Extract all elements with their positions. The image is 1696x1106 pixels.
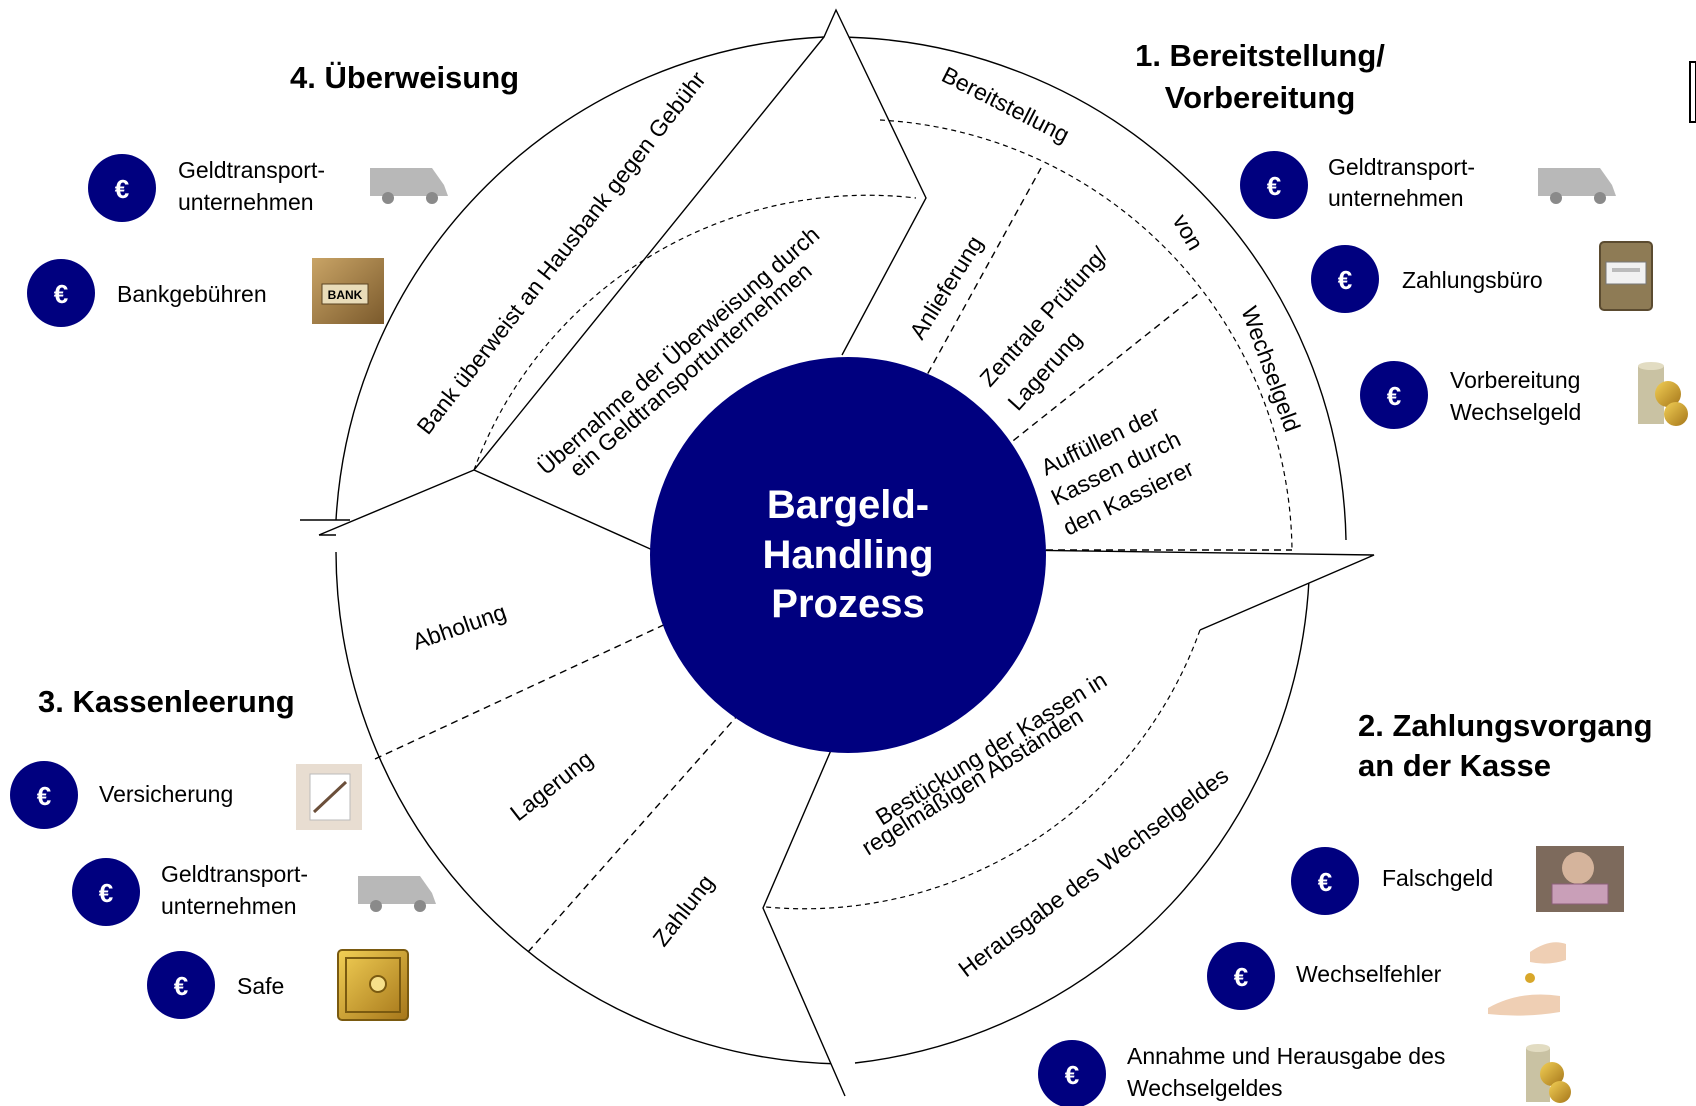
hands-coin-icon	[1488, 942, 1566, 1016]
ring-q3-lagerung: Lagerung	[505, 746, 598, 826]
inner-dashed-arc-q2	[765, 629, 1201, 910]
ring-q3-abholung: Abholung	[409, 598, 509, 654]
center-circle	[650, 357, 1046, 753]
arrow-q4-to-q1	[318, 8, 927, 557]
center-title-line1: Bargeld-	[767, 483, 929, 527]
ring-q2-herausgabe: Herausgabe des Wechselgeldes	[953, 762, 1233, 982]
dashed-separators	[374, 167, 1292, 953]
cost-item: € Geldtransport- unternehmen	[72, 858, 436, 926]
phase3-heading: 3. Kassenleerung	[38, 684, 295, 719]
euro-symbol: €	[37, 781, 51, 811]
euro-symbol: €	[115, 174, 129, 204]
cost-label-line1: Zahlungsbüro	[1402, 267, 1543, 293]
inner-dashed-arc-q1	[879, 119, 1293, 551]
cost-item: € Bankgebühren BANK	[27, 258, 384, 327]
ring-q3-zahlung: Zahlung	[647, 870, 719, 952]
euro-badge	[1311, 245, 1379, 313]
cost-item: € Versicherung	[10, 761, 362, 830]
outer-ring-arc-q3	[335, 551, 841, 1065]
cost-label-line2: unternehmen	[178, 189, 314, 215]
arrow-q1-to-q2	[1013, 549, 1375, 631]
cost-item: € Annahme und Herausgabe des Wechselgeld…	[1038, 1040, 1571, 1106]
bank-sign-icon: BANK	[312, 258, 384, 324]
arrow-q2-to-q3	[762, 726, 846, 1097]
euro-badge	[1240, 151, 1308, 219]
coin-stack-icon	[1638, 362, 1688, 426]
cost-label-line1: Geldtransport-	[1328, 154, 1475, 180]
euro-badge	[1291, 847, 1359, 915]
cost-label-line2: unternehmen	[161, 893, 297, 919]
cost-item: € Geldtransport- unternehmen	[1240, 151, 1616, 219]
ring-q1-bereitstellung: Bereitstellung	[938, 61, 1074, 147]
euro-symbol: €	[174, 971, 188, 1001]
van-icon	[370, 168, 448, 204]
inner-dashed-arc-q4	[473, 194, 917, 471]
cost-label-line1: Geldtransport-	[161, 861, 308, 887]
arrow-head-left	[300, 519, 350, 536]
cycle-diagram: Bargeld- Handling Prozess Bereitstellung…	[300, 8, 1375, 1097]
counterfeit-photo-icon	[1536, 846, 1624, 912]
edge-fragment	[1689, 61, 1696, 123]
cost-label-line2: unternehmen	[1328, 185, 1464, 211]
euro-symbol: €	[1338, 265, 1352, 295]
van-icon	[1538, 168, 1616, 204]
euro-symbol: €	[1387, 381, 1401, 411]
signing-document-icon	[296, 764, 362, 830]
outer-ring-arc-q4	[335, 36, 825, 521]
cost-item: € Safe	[147, 949, 409, 1021]
cost-label-line1: Falschgeld	[1382, 865, 1493, 891]
cost-item: € Wechselfehler	[1207, 942, 1566, 1016]
euro-symbol: €	[54, 279, 68, 309]
euro-symbol: €	[1065, 1060, 1079, 1090]
euro-badge	[1038, 1040, 1106, 1106]
coin-stack-icon	[1526, 1044, 1571, 1103]
cost-label-line2: Wechselgeld	[1450, 399, 1581, 425]
euro-symbol: €	[1267, 171, 1281, 201]
euro-badge	[72, 858, 140, 926]
phase1-heading-line1: 1. Bereitstellung/	[1135, 38, 1385, 73]
cost-label-line1: Vorbereitung	[1450, 367, 1580, 393]
euro-symbol: €	[1318, 867, 1332, 897]
phase4-heading: 4. Überweisung	[290, 60, 519, 95]
euro-badge	[147, 951, 215, 1019]
outer-ring-arc-q2	[854, 579, 1310, 1064]
bank-sign-text: BANK	[328, 288, 363, 302]
cost-item: € Vorbereitung Wechselgeld	[1360, 361, 1688, 429]
cost-item: € Zahlungsbüro	[1311, 241, 1653, 313]
cost-label-line1: Annahme und Herausgabe des	[1127, 1043, 1445, 1069]
cost-label-line2: Wechselgeldes	[1127, 1075, 1283, 1101]
cost-item: € Falschgeld	[1291, 846, 1624, 915]
euro-symbol: €	[99, 878, 113, 908]
euro-badge	[27, 259, 95, 327]
outer-ring-arc-q1	[835, 36, 1347, 541]
euro-badge	[88, 154, 156, 222]
cost-label-line1: Versicherung	[99, 781, 233, 807]
phase2-heading-line1: 2. Zahlungsvorgang	[1358, 708, 1653, 743]
phase1-heading-line2: Vorbereitung	[1165, 80, 1356, 115]
file-cabinet-icon	[1599, 241, 1653, 311]
center-title-line3: Prozess	[771, 582, 924, 626]
phase2-heading-line2: an der Kasse	[1358, 748, 1551, 783]
cost-label-line1: Wechselfehler	[1296, 961, 1442, 987]
cost-label-line1: Geldtransport-	[178, 157, 325, 183]
safe-icon	[337, 949, 409, 1021]
ring-q1-von: von	[1168, 210, 1209, 255]
ring-q1-wechselgeld: Wechselgeld	[1236, 303, 1305, 435]
center-title-line2: Handling	[762, 533, 933, 577]
euro-badge	[1360, 361, 1428, 429]
euro-symbol: €	[1234, 962, 1248, 992]
cost-label-line1: Safe	[237, 973, 284, 999]
van-icon	[358, 876, 436, 912]
euro-badge	[10, 761, 78, 829]
cost-label-line1: Bankgebühren	[117, 281, 267, 307]
euro-badge	[1207, 942, 1275, 1010]
cost-item: € Geldtransport- unternehmen	[88, 154, 448, 222]
